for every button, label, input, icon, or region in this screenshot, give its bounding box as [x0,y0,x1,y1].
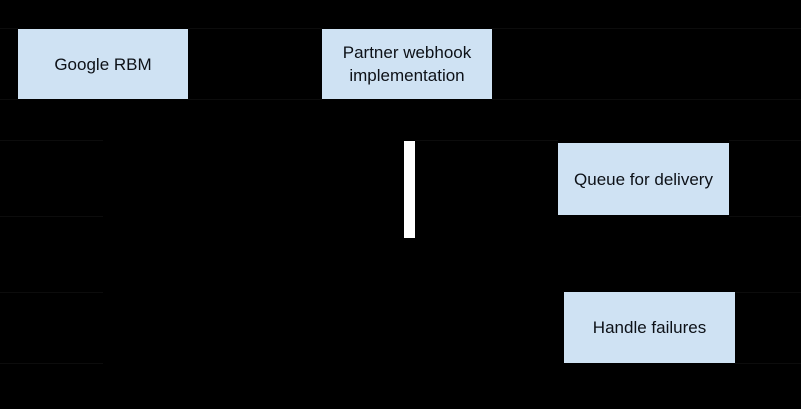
node-google-rbm-label: Google RBM [54,54,152,74]
row-line [735,363,801,364]
row-line [729,140,801,141]
node-queue-for-delivery: Queue for delivery [558,143,729,215]
activation-bar [404,141,415,238]
row-line [0,28,18,29]
node-partner-webhook-implementation: Partner webhook implementation [322,29,492,99]
row-line [188,28,322,29]
row-line [0,363,103,364]
node-handle-failures-label: Handle failures [592,318,707,337]
row-line [0,292,103,293]
node-handle-failures: Handle failures [564,292,735,363]
node-google-rbm: Google RBM [18,29,188,99]
row-line [735,292,801,293]
row-line [0,216,103,217]
row-line [0,140,103,141]
row-line [492,99,801,100]
node-queue-for-delivery-label: Queue for delivery [574,169,713,189]
node-partner-webhook-implementation-label: Partner webhook implementation [342,43,472,85]
row-line [0,99,18,100]
row-line [729,216,801,217]
row-line [492,28,801,29]
row-line [188,99,322,100]
row-line [415,140,558,141]
